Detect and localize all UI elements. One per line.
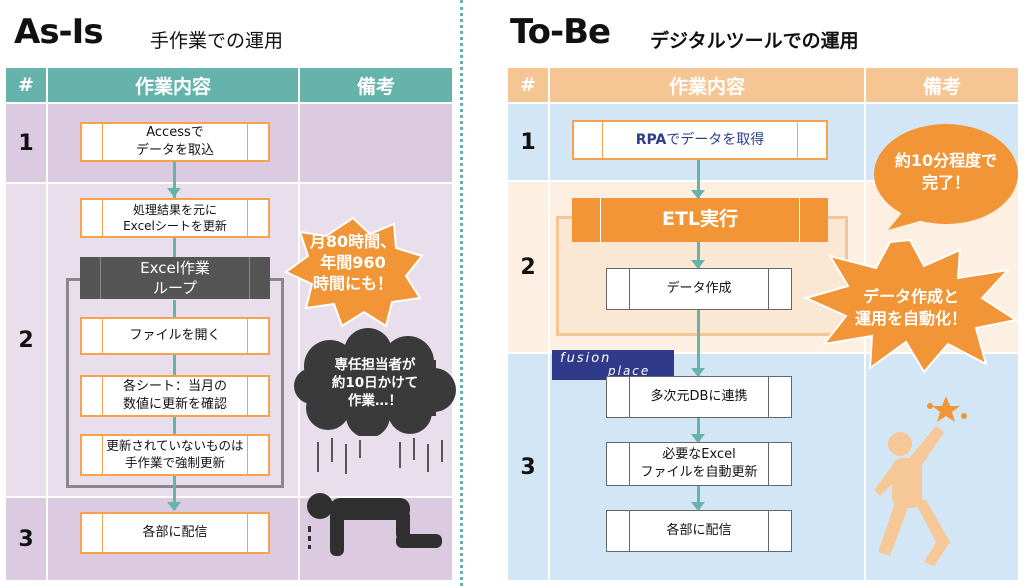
right-header-task: 作業内容 [550, 68, 864, 102]
as-is-title: As-Is [14, 12, 104, 52]
right-row-num-1: 1 [520, 129, 536, 155]
orange-burst-left [284, 216, 424, 328]
rpa-rest: でデータを取得 [666, 131, 765, 148]
step-distribute-left: 各部に配信 [80, 512, 270, 554]
to-be-subtitle: デジタルツールでの運用 [650, 30, 859, 52]
fusion-place-logo: fusion place [552, 350, 674, 380]
loop-label-line2: ループ [152, 279, 198, 297]
right-flow-line [697, 160, 700, 530]
step-data-create: データ作成 [606, 268, 792, 310]
step-update-excel-line2: Excelシートを更新 [123, 219, 227, 233]
bubble-text: 約10分程度で 完了！ [878, 150, 1014, 195]
loop-label-line1: Excel作業 [140, 258, 210, 277]
left-burst-line2: 年間960 [320, 252, 386, 272]
step-auto-line2: ファイルを自動更新 [640, 465, 758, 480]
step-access-line1: Accessで [146, 125, 204, 141]
step-access-line2: データを取込 [135, 143, 214, 158]
right-col-sep-1 [548, 104, 550, 580]
step-check-sheets: 各シート：当月の数値に更新を確認 [80, 375, 270, 417]
right-col-sep-2 [864, 104, 866, 580]
left-header-notes: 備考 [300, 68, 452, 102]
orange-burst-right [803, 238, 1019, 374]
step-multidim-db-label: 多次元DBに連携 [650, 389, 748, 405]
right-row-num-2: 2 [520, 254, 536, 280]
step-distribute-right-label: 各部に配信 [666, 523, 732, 539]
arrow-head [167, 502, 181, 511]
step-auto-line1: 必要なExcel [662, 447, 736, 463]
jumping-person-icon [874, 396, 967, 566]
etl-run-box: ETL実行 [572, 198, 828, 242]
logo-place: place [608, 364, 651, 378]
arrow-head [691, 260, 705, 269]
right-burst-line2: 運用を自動化！ [854, 308, 967, 328]
excel-loop-label: Excel作業ループ [80, 257, 270, 299]
right-burst-text: データ作成と 運用を自動化！ [838, 286, 984, 329]
step-distribute-left-label: 各部に配信 [142, 525, 208, 541]
left-burst-line3: 時間にも！ [312, 273, 393, 293]
arrow-head [167, 188, 181, 197]
rain-lines [317, 438, 443, 474]
left-burst-text: 月80時間、 年間960 時間にも！ [290, 232, 416, 294]
step-data-create-label: データ作成 [666, 281, 732, 297]
arrow-head [691, 190, 705, 199]
kneeling-person-icon [307, 493, 442, 556]
step-update-excel: 処理結果を元に Excelシートを更新 [80, 198, 270, 238]
rpa-bold: RPA [635, 131, 667, 148]
right-header-notes: 備考 [866, 68, 1018, 102]
step-multidim-db: 多次元DBに連携 [606, 376, 792, 418]
to-be-title: To-Be [510, 12, 611, 52]
left-col-sep-2 [298, 104, 300, 580]
right-burst-line1: データ作成と [862, 287, 959, 306]
right-row-num-3: 3 [520, 454, 536, 480]
cloud-line2: 約10日かけて [331, 375, 419, 392]
left-row-num-1: 1 [18, 130, 34, 156]
step-update-excel-line1: 処理結果を元に [132, 202, 217, 217]
left-burst-line1: 月80時間、 [309, 232, 397, 251]
step-check-line2: 数値に更新を確認 [122, 397, 227, 412]
step-open-file: ファイルを開く [80, 317, 270, 355]
step-open-file-label: ファイルを開く [129, 328, 221, 344]
step-rpa-fetch: RPAでデータを取得 [572, 120, 828, 160]
bubble-line2: 完了！ [921, 173, 970, 193]
arrow-head [691, 368, 705, 377]
right-header-hash: # [508, 68, 548, 102]
left-row-num-2: 2 [18, 327, 34, 353]
step-force-line1: 更新されていないものは [106, 438, 244, 454]
arrow-head [691, 434, 705, 443]
step-force-line2: 手作業で強制更新 [124, 455, 225, 470]
cloud-line3: 作業…！ [348, 393, 402, 410]
arrow-head [691, 502, 705, 511]
cloud-line1: 専任担当者が [334, 357, 416, 373]
step-force-update: 更新されていないものは手作業で強制更新 [80, 434, 270, 476]
section-divider [460, 0, 463, 586]
bubble-line1: 約10分程度で [894, 151, 998, 170]
step-access-import: Accessでデータを取込 [80, 122, 270, 162]
step-auto-update: 必要なExcel ファイルを自動更新 [606, 442, 792, 486]
dark-cloud [294, 328, 456, 436]
as-is-subtitle: 手作業での運用 [150, 30, 284, 52]
left-row-num-3: 3 [18, 526, 34, 552]
cloud-text: 専任担当者が 約10日かけて 作業…！ [300, 356, 450, 411]
left-header-task: 作業内容 [48, 68, 298, 102]
orange-speech-bubble [874, 124, 1018, 230]
left-col-sep-1 [46, 104, 48, 580]
step-check-line1: 各シート：当月の [122, 379, 227, 395]
step-distribute-right: 各部に配信 [606, 510, 792, 552]
left-header-hash: # [6, 68, 46, 102]
logo-fusion: fusion [560, 351, 612, 366]
etl-run-label: ETL実行 [661, 208, 739, 231]
